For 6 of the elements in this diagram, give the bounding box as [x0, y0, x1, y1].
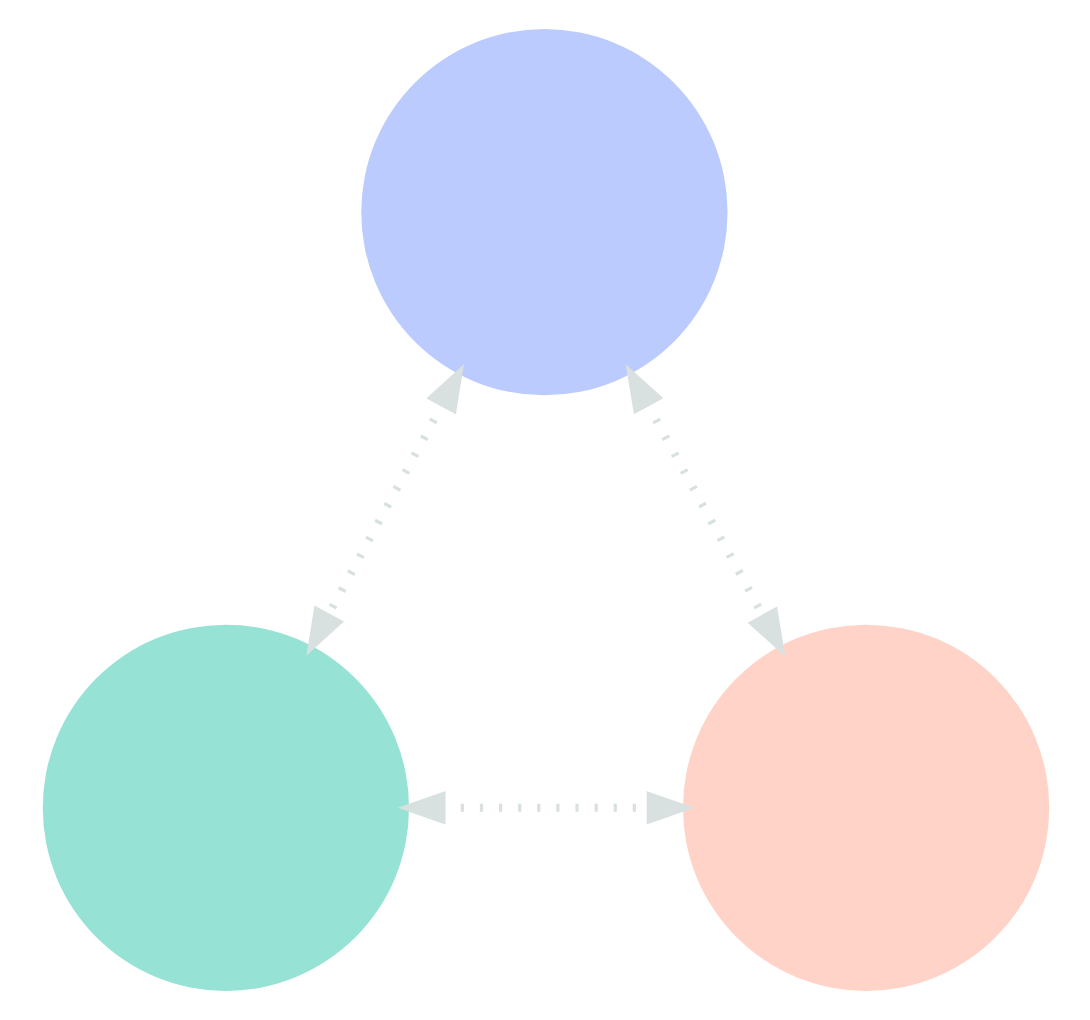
- node-circle: [360, 29, 727, 396]
- arrow: [396, 791, 694, 825]
- arrow: [305, 364, 463, 656]
- node-circle: [681, 624, 1049, 991]
- node-circle: [41, 624, 409, 991]
- arrow: [624, 364, 785, 657]
